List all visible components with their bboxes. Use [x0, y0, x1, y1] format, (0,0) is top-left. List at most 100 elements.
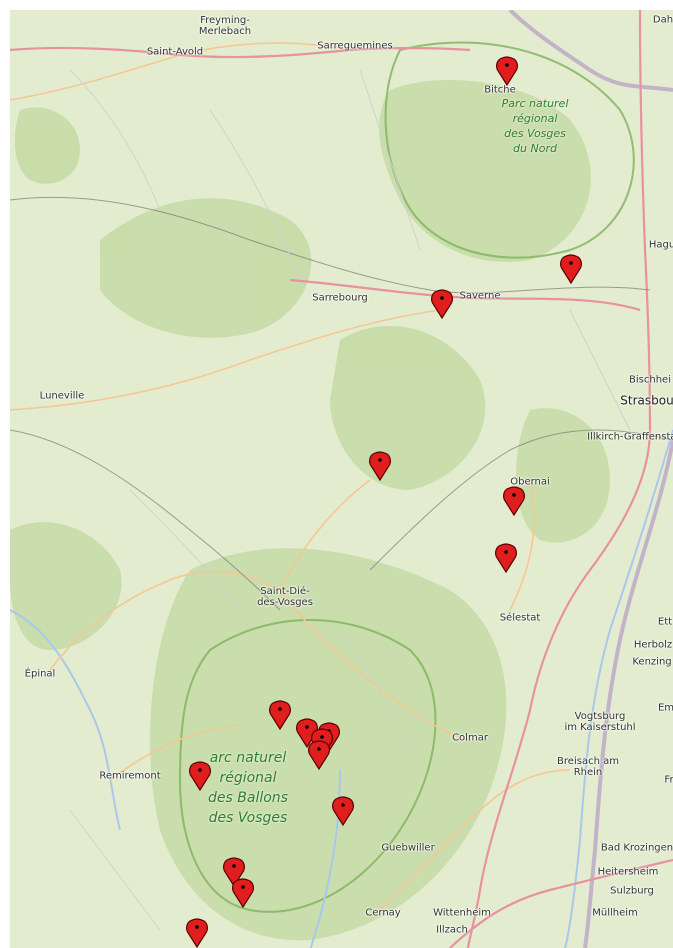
- place-label: Colmar: [452, 733, 488, 744]
- map-marker-icon[interactable]: [331, 796, 355, 826]
- place-label: Luneville: [40, 391, 85, 402]
- marker-pin-icon: [232, 878, 254, 908]
- map-marker-icon[interactable]: [185, 918, 209, 948]
- marker-pin-icon: [296, 718, 318, 748]
- place-label-line: Merlebach: [198, 26, 252, 37]
- place-label: Sarrebourg: [312, 293, 368, 304]
- marker-pin-icon: [186, 918, 208, 948]
- motorways: [10, 10, 673, 948]
- place-label-line: Wittenheim: [433, 907, 491, 919]
- map-marker-icon[interactable]: [494, 543, 518, 573]
- park-label: Parc naturel régional des Vosges du Nord: [502, 96, 569, 156]
- park-label-line: arc naturel: [209, 750, 287, 766]
- place-label-line: Dah: [652, 14, 673, 26]
- place-label: Obernai: [510, 477, 550, 488]
- place-label-line: Strasbou: [620, 393, 673, 408]
- marker-pin-icon: [269, 700, 291, 730]
- marker-pin-icon: [369, 451, 391, 481]
- map-marker-icon[interactable]: [368, 451, 392, 481]
- place-label-line: Obernai: [510, 476, 550, 488]
- place-label-line: Hagu: [648, 239, 673, 251]
- place-label-line: Saverne: [459, 290, 501, 302]
- place-label: Remiremont: [99, 771, 160, 782]
- place-label: Ett: [658, 617, 672, 628]
- park-label-line: régional: [512, 112, 558, 125]
- place-label-line: im Kaiserstuhl: [564, 722, 636, 733]
- basemap: [10, 10, 673, 948]
- place-label-line: Bischhei: [629, 374, 671, 386]
- place-label: Strasbou: [620, 393, 673, 408]
- place-label: Saverne: [460, 291, 501, 302]
- marker-pin-icon: [223, 857, 245, 887]
- place-label: Guebwiller: [381, 843, 434, 854]
- place-label-line: Sarrebourg: [312, 292, 368, 304]
- place-label-line: Bitche: [484, 84, 516, 96]
- place-label-line: Guebwiller: [381, 842, 435, 854]
- place-label-line: Colmar: [452, 732, 488, 744]
- trunk-roads: [10, 42, 571, 911]
- place-label-line: Ett: [657, 616, 673, 628]
- place-label: Herbolz: [634, 640, 672, 651]
- place-label: Bad Krozingen: [601, 843, 673, 854]
- place-label-line: Heitersheim: [597, 866, 659, 878]
- place-label: Hagu: [649, 240, 673, 251]
- park-label-line: Parc naturel: [501, 97, 569, 110]
- map-marker-icon[interactable]: [231, 878, 255, 908]
- place-label-line: Vogtsburg: [574, 711, 626, 722]
- place-label-line: Rhein: [573, 767, 603, 778]
- place-label: Kenzing: [632, 657, 671, 668]
- place-label: Freyming-Merlebach: [199, 15, 251, 37]
- place-label-line: Cernay: [365, 907, 401, 919]
- map-marker-icon[interactable]: [495, 56, 519, 86]
- national-border: [508, 10, 673, 948]
- place-label: Sarreguemines: [317, 41, 393, 52]
- place-label: Bischhei: [629, 375, 671, 386]
- place-label-line: Saint-Dié-: [260, 586, 310, 597]
- place-label: Bitche: [484, 85, 516, 96]
- place-label: Wittenheim: [433, 908, 491, 919]
- place-label: Saint-Avold: [147, 47, 203, 58]
- marker-pin-icon: [308, 740, 330, 770]
- park-label-line: régional: [219, 770, 277, 786]
- place-label: Cernay: [365, 908, 400, 919]
- rivers: [10, 429, 673, 948]
- park-label-line: des Vosges: [208, 810, 288, 826]
- place-label-line: Sélestat: [499, 612, 541, 624]
- park-label-line: du Nord: [513, 142, 557, 155]
- place-label-line: Luneville: [39, 390, 85, 402]
- marker-pin-icon: [560, 254, 582, 284]
- marker-pin-icon: [189, 761, 211, 791]
- map-marker-icon[interactable]: [430, 289, 454, 319]
- map-marker-icon[interactable]: [307, 740, 331, 770]
- place-label-line: Illkirch-Graffenstad: [587, 431, 673, 443]
- place-label-line: Fr: [664, 774, 673, 786]
- park-label-line: des Vosges: [504, 127, 566, 140]
- place-label-line: des-Vosges: [257, 597, 313, 608]
- marker-pin-icon: [496, 56, 518, 86]
- place-label-line: Em: [657, 702, 673, 714]
- place-label-line: Épinal: [24, 668, 56, 680]
- place-label: Épinal: [25, 669, 56, 680]
- place-label: Müllheim: [592, 908, 638, 919]
- map-marker-icon[interactable]: [188, 761, 212, 791]
- place-label: Dah: [653, 15, 673, 26]
- place-label: Saint-Dié-des-Vosges: [257, 586, 313, 608]
- map-marker-icon[interactable]: [295, 718, 319, 748]
- place-label: Fr: [664, 775, 673, 786]
- place-label-line: Breisach am: [557, 756, 619, 767]
- map-marker-icon[interactable]: [559, 254, 583, 284]
- place-label-line: Illzach: [436, 924, 468, 936]
- map-marker-icon[interactable]: [222, 857, 246, 887]
- marker-pin-icon: [431, 289, 453, 319]
- secondary-roads: [69, 69, 631, 931]
- place-label-line: Sarreguemines: [317, 40, 393, 52]
- marker-pin-icon: [495, 543, 517, 573]
- place-label: Illkirch-Graffenstad: [587, 432, 673, 443]
- map-marker-icon[interactable]: [268, 700, 292, 730]
- map-marker-icon[interactable]: [502, 486, 526, 516]
- place-label-line: Saint-Avold: [146, 46, 204, 58]
- place-label: Em: [658, 703, 673, 714]
